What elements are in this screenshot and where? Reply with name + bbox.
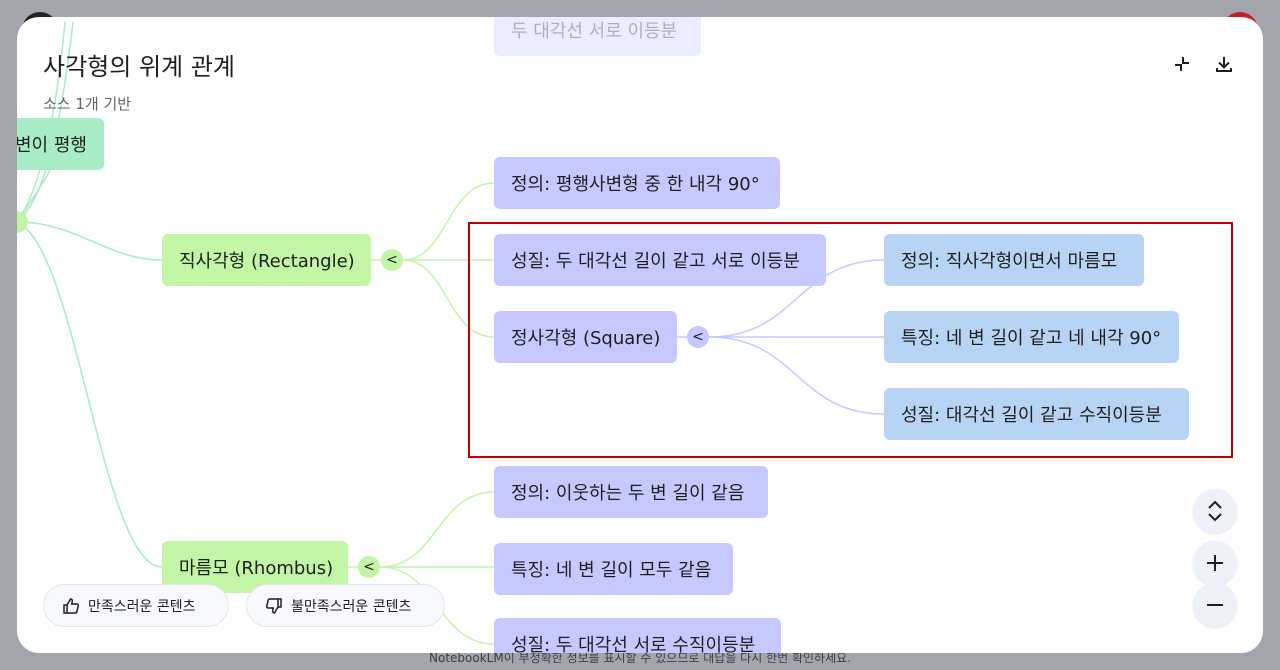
thumbs-up-label: 만족스러운 콘텐츠 bbox=[88, 598, 196, 615]
node-label: 성질: 대각선 길이 같고 수직이등분 bbox=[901, 405, 1162, 426]
plus-icon bbox=[1207, 555, 1223, 571]
chevron-left-icon: < bbox=[363, 559, 375, 575]
node-label: 특징: 네 변 길이 같고 네 내각 90° bbox=[901, 328, 1162, 349]
thumbs-down-label: 불만족스러운 콘텐츠 bbox=[291, 598, 412, 615]
thumbs-up-button[interactable]: 만족스러운 콘텐츠 bbox=[43, 584, 229, 627]
node-label: 정의: 이웃하는 두 변 길이 같음 bbox=[511, 483, 745, 504]
node-label: 정의: 직사각형이면서 마름모 bbox=[901, 251, 1118, 272]
node-label: 마름모 (Rhombus) bbox=[179, 558, 334, 579]
node-label: 정사각형 (Square) bbox=[511, 328, 661, 349]
thumb-down-icon bbox=[265, 597, 282, 614]
collapse-icon bbox=[1175, 57, 1189, 71]
root-toggle[interactable] bbox=[17, 211, 28, 233]
node-root-partial[interactable]: 변이 평행 bbox=[17, 118, 104, 170]
chevron-left-icon: < bbox=[692, 329, 704, 345]
download-icon bbox=[1216, 57, 1232, 72]
node-rectangle-definition[interactable]: 정의: 평행사변형 중 한 내각 90° bbox=[494, 157, 780, 209]
node-label: 성질: 두 대각선 길이 같고 서로 이등분 bbox=[511, 251, 800, 272]
node-rhombus-definition[interactable]: 정의: 이웃하는 두 변 길이 같음 bbox=[494, 466, 768, 518]
disclaimer-text: NotebookLM이 부정확한 정보를 표시할 수 있으므로 대답을 다시 한… bbox=[429, 651, 851, 665]
thumbs-down-button[interactable]: 불만족스러운 콘텐츠 bbox=[246, 584, 445, 627]
zoom-out-button[interactable] bbox=[1193, 583, 1237, 627]
modal-title: 사각형의 위계 관계 bbox=[43, 53, 235, 81]
expand-collapse-all-button[interactable] bbox=[1193, 489, 1237, 533]
modal-subtitle: 소스 1개 기반 bbox=[43, 95, 132, 113]
node-label: 성질: 두 대각선 서로 수직이등분 bbox=[511, 635, 756, 653]
node-square-feature[interactable]: 특징: 네 변 길이 같고 네 내각 90° bbox=[884, 311, 1179, 363]
node-square-property[interactable]: 성질: 대각선 길이 같고 수직이등분 bbox=[884, 388, 1189, 440]
zoom-in-button[interactable] bbox=[1193, 541, 1237, 585]
mindmap-connectors bbox=[17, 21, 885, 645]
chevron-left-icon: < bbox=[386, 252, 398, 268]
unfold-icon bbox=[1208, 500, 1222, 522]
mindmap-modal: 사각형의 위계 관계 소스 1개 기반 bbox=[17, 17, 1263, 653]
collapse-button[interactable] bbox=[1164, 46, 1200, 82]
node-label: 두 대각선 서로 이등분 bbox=[511, 21, 678, 42]
thumb-up-icon bbox=[63, 597, 80, 614]
node-rectangle-property[interactable]: 성질: 두 대각선 길이 같고 서로 이등분 bbox=[494, 234, 826, 286]
rectangle-collapse-toggle[interactable]: < bbox=[381, 249, 403, 271]
rhombus-collapse-toggle[interactable]: < bbox=[358, 556, 380, 578]
node-rhombus-property[interactable]: 성질: 두 대각선 서로 수직이등분 bbox=[494, 618, 781, 653]
node-top-partial[interactable]: 두 대각선 서로 이등분 bbox=[494, 17, 701, 56]
download-button[interactable] bbox=[1206, 46, 1242, 82]
node-square-definition[interactable]: 정의: 직사각형이면서 마름모 bbox=[884, 234, 1144, 286]
node-label: 특징: 네 변 길이 모두 같음 bbox=[511, 560, 712, 581]
node-label: 변이 평행 bbox=[17, 135, 87, 156]
node-label: 직사각형 (Rectangle) bbox=[179, 251, 355, 272]
node-rectangle[interactable]: 직사각형 (Rectangle) bbox=[162, 234, 371, 286]
node-rhombus-feature[interactable]: 특징: 네 변 길이 모두 같음 bbox=[494, 543, 733, 595]
node-square[interactable]: 정사각형 (Square) bbox=[494, 311, 677, 363]
square-collapse-toggle[interactable]: < bbox=[687, 326, 709, 348]
minus-icon bbox=[1207, 604, 1223, 606]
node-label: 정의: 평행사변형 중 한 내각 90° bbox=[511, 174, 760, 195]
